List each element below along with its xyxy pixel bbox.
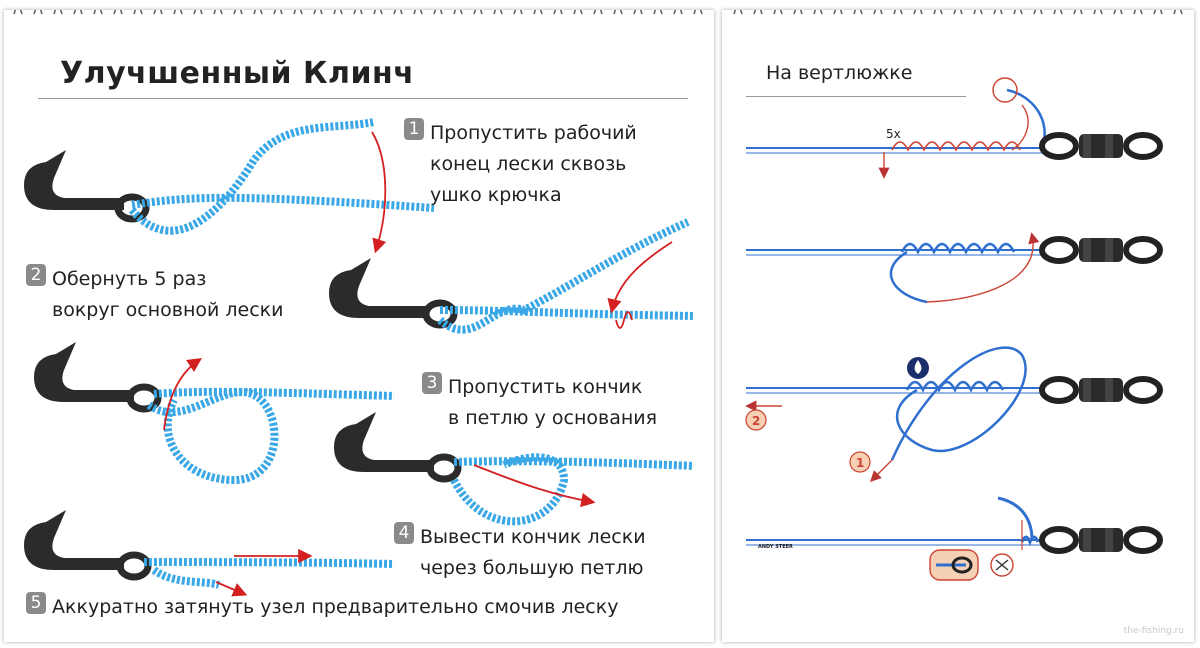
- step-4-illustration: [334, 412, 695, 526]
- step-badge: 3: [422, 372, 442, 394]
- svg-text:2: 2: [752, 414, 760, 428]
- artist-signature: ANDY STEER: [758, 544, 793, 550]
- swivel-icon: [1042, 134, 1160, 158]
- swivel-step-b: [746, 232, 1160, 304]
- swivel-illustrations: 5x 1 2: [745, 77, 1194, 581]
- swivel-icon: [1042, 378, 1160, 402]
- step-badge: 2: [26, 264, 46, 286]
- hook-icon: [24, 150, 124, 210]
- swivel-icon: [1042, 528, 1160, 552]
- step-badge: 4: [394, 522, 414, 544]
- swivel-icon: [1042, 238, 1160, 262]
- hook-icon: [34, 342, 134, 402]
- svg-text:5x: 5x: [886, 127, 901, 141]
- swivel-step-c: 1 2: [745, 346, 1160, 482]
- step-3-illustration: [34, 342, 395, 485]
- knot-illustrations: [24, 118, 695, 597]
- title-divider: [38, 98, 688, 99]
- step-badge: 1: [404, 118, 424, 140]
- hook-icon: [24, 510, 124, 570]
- svg-text:1: 1: [856, 456, 864, 470]
- notebook-spiral: [13, 10, 703, 15]
- section-divider: [746, 96, 966, 97]
- swivel-step-d: [746, 496, 1160, 581]
- improved-clinch-panel: Улучшенный Клинч: [4, 10, 714, 642]
- step-badge: 5: [26, 592, 46, 614]
- section-title: На вертлюжке: [766, 62, 913, 84]
- swivel-panel: На вертлюжке 5x: [722, 10, 1194, 642]
- hook-icon: [334, 412, 434, 472]
- step-2-illustration: [329, 218, 695, 334]
- swivel-step-a: 5x: [746, 77, 1160, 179]
- watermark: the-fishing.ru: [1123, 626, 1184, 636]
- notebook-spiral: [733, 10, 1183, 15]
- step-1-illustration: [24, 118, 435, 254]
- step-5-illustration: [24, 510, 395, 597]
- hook-icon: [329, 258, 429, 318]
- page-title: Улучшенный Клинч: [60, 56, 415, 91]
